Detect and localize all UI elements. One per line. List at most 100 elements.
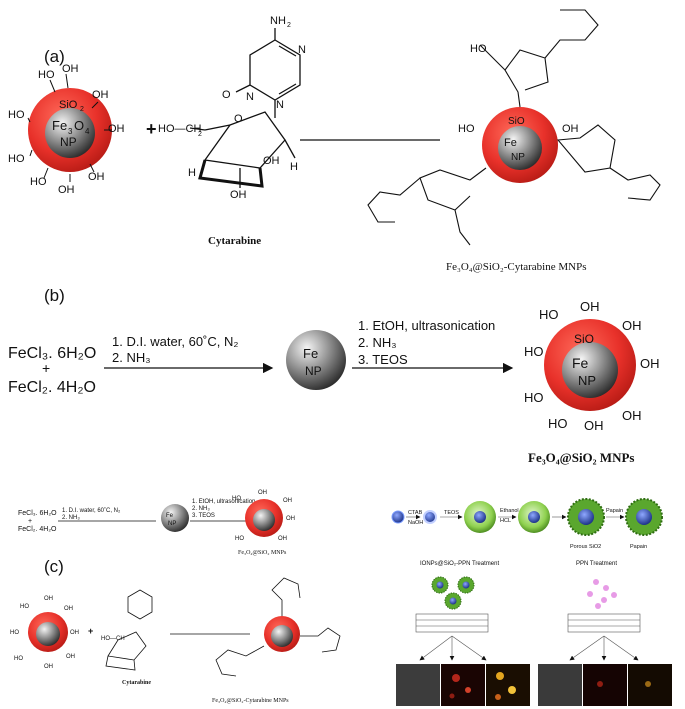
panel-a-product-np: SiO Fe NP: [482, 107, 558, 183]
svg-text:HO: HO: [232, 496, 241, 502]
svg-text:HO—CH: HO—CH: [101, 636, 125, 642]
membrane-right: [567, 613, 641, 633]
svg-text:HO—CH: HO—CH: [158, 123, 201, 135]
svg-text:HO: HO: [235, 536, 244, 542]
np-core-sub2: 4: [85, 127, 90, 136]
svg-text:N: N: [276, 99, 284, 111]
svg-text:CTAB: CTAB: [408, 510, 423, 516]
treatment-right-particles: [587, 579, 617, 609]
panel-b-bare-np: Fe NP: [286, 330, 346, 390]
panel-b-step1-line1: 1. D.I. water, 60˚C, N₂: [112, 334, 238, 349]
svg-text:O: O: [222, 89, 231, 101]
svg-text:HO: HO: [20, 604, 29, 610]
svg-text:FeCl₃. 6H₂O: FeCl₃. 6H₂O: [18, 510, 57, 517]
svg-text:H: H: [290, 161, 298, 173]
np-core-o: O: [74, 118, 84, 133]
svg-text:HO: HO: [524, 344, 544, 359]
svg-text:HO: HO: [38, 69, 55, 81]
svg-text:OH: OH: [622, 318, 642, 333]
svg-text:HO: HO: [30, 176, 47, 188]
svg-text:3. TEOS: 3. TEOS: [192, 513, 215, 519]
panel-a-label: (a): [44, 47, 65, 66]
svg-text:SiO: SiO: [508, 116, 525, 127]
np-core-sub: 3: [68, 127, 73, 136]
svg-text:OH: OH: [584, 418, 604, 433]
svg-text:Fe₃O₄@SiO₂-Cytarabine MNPs: Fe₃O₄@SiO₂-Cytarabine MNPs: [212, 698, 289, 704]
svg-text:OH: OH: [92, 89, 109, 101]
np-shell-text: SiO: [59, 99, 78, 111]
svg-text:Ethanol: Ethanol: [500, 508, 519, 514]
svg-text:O: O: [234, 113, 243, 125]
svg-text:N: N: [246, 91, 254, 103]
svg-text:2: 2: [287, 22, 291, 29]
svg-text:OH: OH: [286, 516, 295, 522]
membrane-left: [415, 613, 489, 633]
panel-b-product-caption: Fe₃O₄@SiO₂ MNPs: [528, 450, 634, 465]
panel-b-reactant1: FeCl₃. 6H₂O: [8, 345, 96, 362]
svg-text:OH: OH: [44, 596, 53, 602]
svg-text:OH: OH: [70, 630, 79, 636]
svg-text:OH: OH: [580, 299, 600, 314]
panel-c-mini-conjugation: HO OH OH OH HO HO OH OH + HO—CH Cytarabi…: [10, 577, 341, 704]
panel-b-step1-line2: 2. NH₃: [112, 350, 151, 365]
svg-text:HCL: HCL: [500, 518, 511, 524]
svg-text:2. NH₃: 2. NH₃: [62, 515, 80, 521]
svg-text:NH: NH: [270, 15, 286, 27]
panel-a-nanoparticle: SiO 2 Fe 3 O 4 NP: [28, 88, 112, 172]
np-shell-sub: 2: [80, 106, 84, 113]
svg-text:HO: HO: [458, 123, 475, 135]
svg-text:OH: OH: [562, 123, 579, 135]
svg-text:OH: OH: [622, 408, 642, 423]
svg-text:OH: OH: [62, 63, 79, 75]
panel-b-step2-line2: 2. NH₃: [358, 335, 397, 350]
svg-text:NP: NP: [305, 364, 322, 378]
svg-text:OH: OH: [64, 606, 73, 612]
svg-text:FeCl₂. 4H₂O: FeCl₂. 4H₂O: [18, 526, 57, 533]
panel-c-scheme-synthesis: CTAB NaOH TEOS Ethanol HCL Porous SiO2 P…: [391, 498, 663, 550]
microscopy-tiles: [396, 664, 672, 706]
panel-b-label: (b): [44, 286, 65, 305]
svg-text:OH: OH: [640, 356, 660, 371]
np-core-fe: Fe: [52, 118, 67, 133]
panel-a-product-caption: Fe₃O₄@SiO₂-Cytarabine MNPs: [446, 261, 587, 273]
treatment-right-label: PPN Treatment: [576, 561, 617, 567]
svg-text:HO: HO: [524, 390, 544, 405]
treatment-left-label: IONPs@SiO₂-PPN Treatment: [420, 561, 499, 567]
panel-b-product-np: SiO Fe NP: [544, 319, 636, 411]
svg-text:OH: OH: [258, 490, 267, 496]
svg-text:HO: HO: [8, 109, 25, 121]
svg-text:OH: OH: [44, 664, 53, 670]
svg-text:NP: NP: [168, 521, 176, 527]
svg-text:Fe: Fe: [504, 137, 517, 149]
treatment-arrows: [419, 635, 639, 661]
svg-text:Porous SiO2: Porous SiO2: [570, 544, 601, 550]
np-np-text: NP: [60, 135, 77, 149]
cytarabine-labels: NH 2 N O N N HO—CH 2 O OH H OH H: [158, 15, 306, 201]
svg-text:OH: OH: [278, 536, 287, 542]
svg-text:HO: HO: [10, 630, 19, 636]
svg-text:NaOH: NaOH: [408, 520, 423, 526]
svg-text:HO: HO: [8, 153, 25, 165]
panel-a-product-oh: HO OH HO: [458, 43, 579, 135]
svg-text:NP: NP: [578, 373, 596, 388]
panel-a-oh-groups: HO OH OH HO OH HO HO OH OH: [8, 63, 125, 196]
svg-text:NP: NP: [511, 152, 525, 163]
svg-text:HO: HO: [548, 416, 568, 431]
svg-text:1. EtOH, ultrasonication: 1. EtOH, ultrasonication: [192, 499, 255, 505]
svg-text:HO: HO: [470, 43, 487, 55]
svg-text:2: 2: [198, 131, 202, 138]
cytarabine-structure: [189, 28, 301, 188]
svg-text:OH: OH: [108, 123, 125, 135]
panel-b-reactant2: FeCl₂. 4H₂O: [8, 379, 96, 396]
svg-text:2. NH₃: 2. NH₃: [192, 506, 210, 512]
svg-text:Cytarabine: Cytarabine: [122, 680, 151, 686]
panel-b-step2-line1: 1. EtOH, ultrasonication: [358, 318, 495, 333]
svg-text:OH: OH: [58, 184, 75, 196]
panel-a-product-attachments: [367, 9, 661, 246]
treatment-left-particles: [431, 576, 475, 610]
svg-text:1. D.I. water, 60˚C, N₂: 1. D.I. water, 60˚C, N₂: [62, 507, 121, 514]
svg-text:OH: OH: [88, 171, 105, 183]
svg-text:Fe₃O₄@SiO₂ MNPs: Fe₃O₄@SiO₂ MNPs: [238, 550, 287, 556]
